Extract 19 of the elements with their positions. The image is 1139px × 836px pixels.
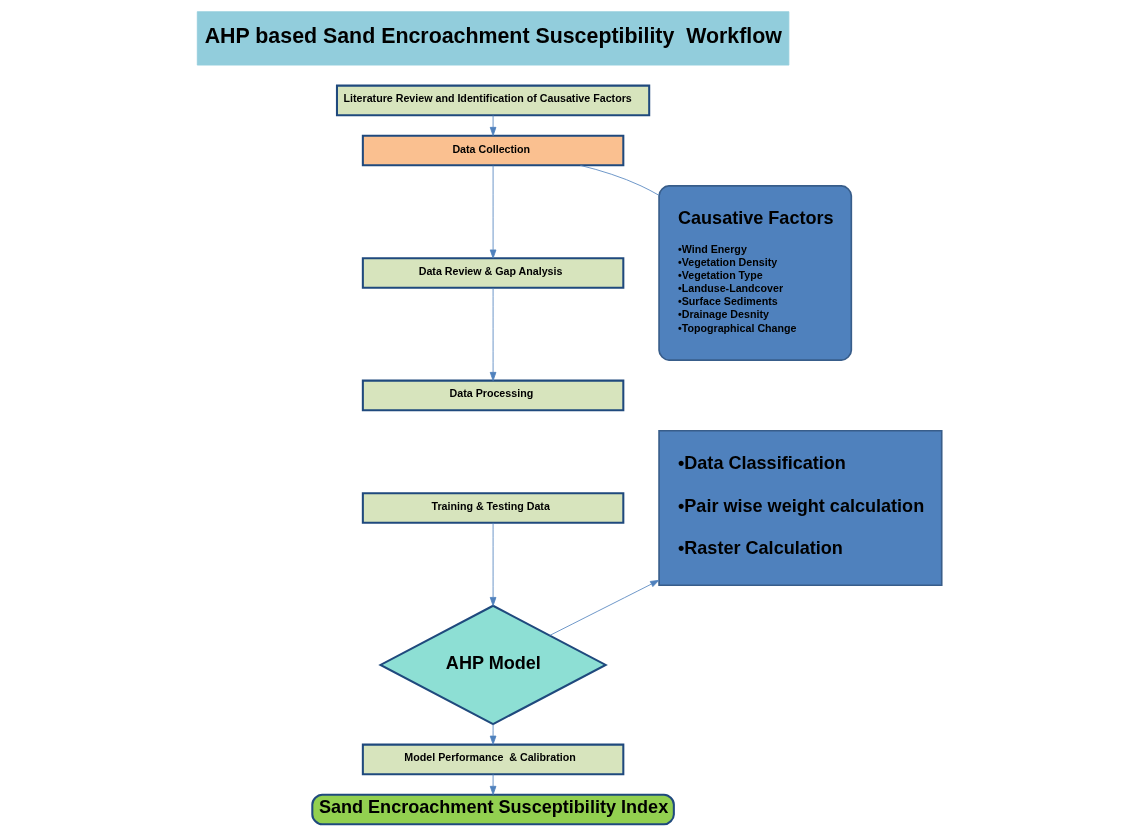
arrow — [489, 773, 497, 795]
arrow — [489, 287, 497, 381]
node-box: Causative Factors •Wind Energy •Vegetation Density •Vegetation Type •Landuse-Landcover •Surface Sediments •Drainage Desnity •Topographical Change — [658, 185, 853, 361]
node-diamond: AHP Model — [378, 604, 608, 726]
node-box: Data Collection — [361, 134, 625, 167]
arrow — [489, 114, 497, 136]
node-box: Data Review & Gap Analysis — [361, 257, 625, 289]
node-box: Training & Testing Data — [361, 492, 625, 524]
node-box: Sand Encroachment Susceptibility Index — [311, 793, 675, 826]
node-box: Data Processing — [361, 379, 625, 412]
arrow — [489, 522, 497, 607]
arrow — [549, 579, 660, 636]
arrow — [489, 165, 497, 259]
node-box: Literature Review and Identification of Causative Factors — [335, 84, 651, 117]
connector — [579, 164, 660, 196]
node-box: •Data Classification •Pair wise weight calculation •Raster Calculation — [658, 429, 943, 587]
node-box: Model Performance & Calibration — [361, 743, 625, 776]
node-box: AHP based Sand Encroachment Susceptibility Workflow — [196, 11, 790, 66]
arrow — [489, 723, 497, 745]
